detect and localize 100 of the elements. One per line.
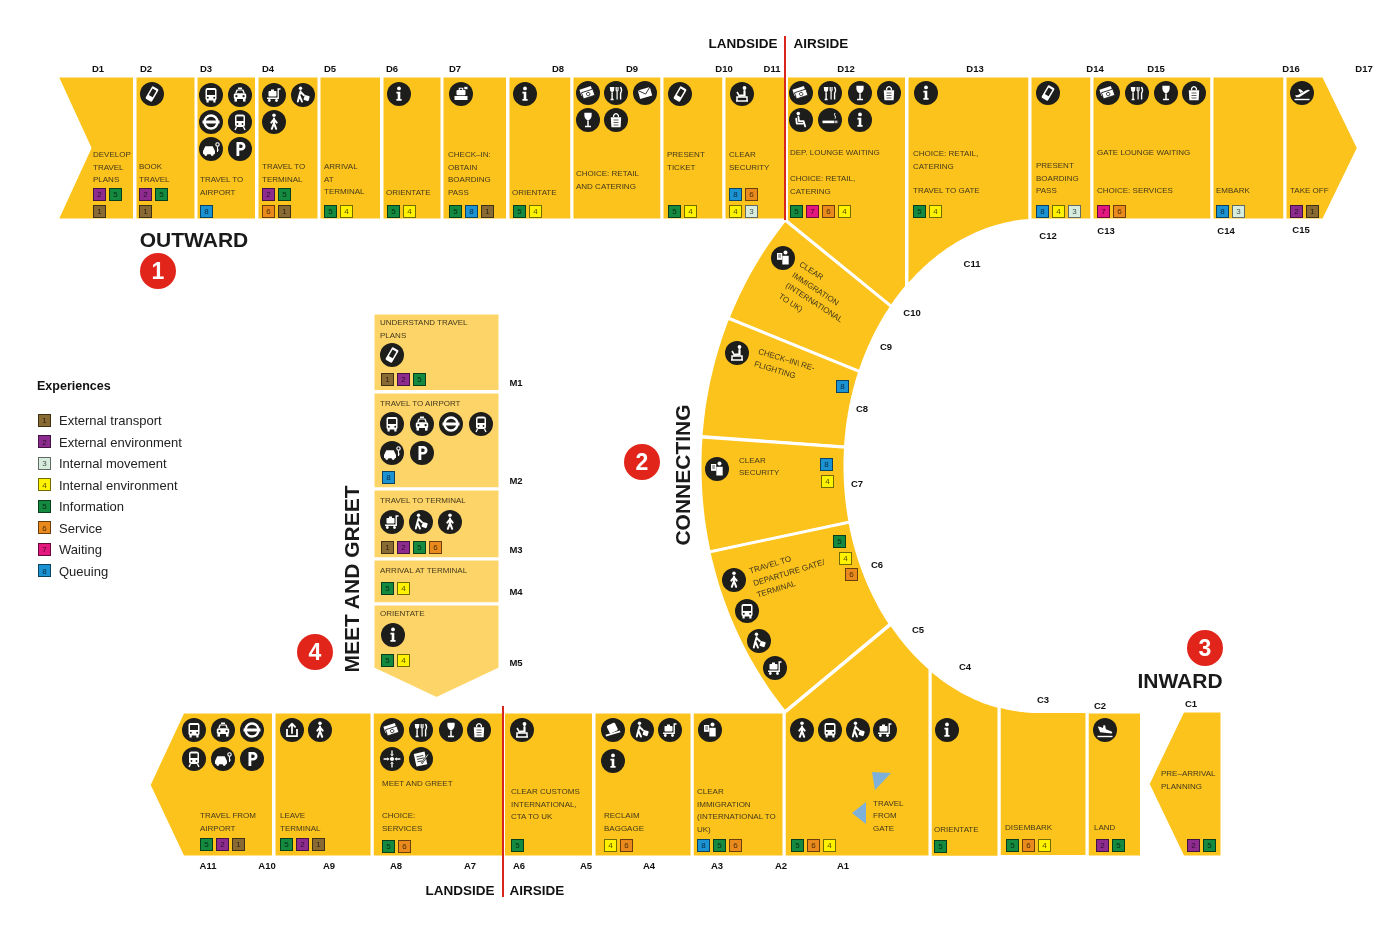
legend-label: Information: [59, 498, 125, 514]
stage-label: TRAVEL FROM GATE: [873, 798, 905, 835]
stage-code: C11: [963, 257, 981, 269]
experience-badge: 5: [382, 840, 395, 853]
experience-badge: 2: [93, 188, 106, 201]
stage-code: D7: [448, 62, 462, 74]
stage-code: D15: [1147, 62, 1165, 74]
stage-code: D4: [261, 62, 275, 74]
stage-label: EMBARK: [1216, 185, 1250, 197]
legend-title: Experiences: [37, 379, 111, 393]
journey-stage: [256, 76, 319, 220]
stage-label: DISEMBARK: [1005, 822, 1053, 834]
experience-badge: 6: [745, 188, 758, 201]
experience-badge: 8: [729, 188, 742, 201]
stage-code: M3: [509, 543, 523, 555]
experience-badge: 6: [398, 840, 411, 853]
stage-label: CHOICE: SERVICES: [382, 810, 424, 835]
journey-stage: [373, 313, 500, 392]
experience-badge: 3: [1232, 205, 1245, 218]
experience-badge: 3: [1068, 205, 1081, 218]
experience-badge: 1: [312, 838, 325, 851]
zone-label: AIRSIDE: [793, 35, 849, 51]
journey-stage: [507, 76, 572, 220]
swatch-number: 6: [42, 523, 47, 532]
stage-label: TRAVEL TO TERMINAL: [262, 161, 307, 186]
section-title: CONNECTING: [671, 404, 695, 546]
journey-stage: [1086, 712, 1141, 857]
experience-badge: 1: [139, 205, 152, 218]
legend-label: Service: [59, 520, 103, 535]
stage-code: M2: [509, 474, 523, 486]
stage-label: GATE LOUNGE WAITING: [1097, 147, 1191, 159]
experience-badge: 6: [429, 541, 442, 554]
experience-badge: 1: [93, 205, 106, 218]
experience-badge: 2: [296, 838, 309, 851]
experience-badge: 6: [620, 839, 633, 852]
stage-label: CLEAR CUSTOMS INTERNATIONAL, CTA TO UK: [511, 786, 581, 823]
stage-code: D1: [91, 62, 105, 74]
stage-code: A7: [463, 859, 477, 871]
swatch-number: 4: [42, 480, 47, 489]
stage-label: CLEAR SECURITY: [729, 149, 771, 174]
journey-stage: [1284, 76, 1358, 220]
stage-code: C9: [879, 340, 893, 352]
experience-badge: 5: [449, 205, 462, 218]
section-title: MEET AND GREET: [340, 485, 364, 673]
stage-label: LAND: [1094, 822, 1116, 834]
journey-stage: [998, 706, 1087, 857]
zone-label: AIRSIDE: [509, 882, 565, 898]
stage-label: TRAVEL TO TERMINAL: [380, 495, 466, 507]
stage-code: D13: [966, 62, 984, 74]
experience-badge: 4: [604, 839, 617, 852]
stage-code: A5: [579, 859, 593, 871]
stage-label: BOOK TRAVEL: [139, 161, 171, 186]
stage-code: C2: [1093, 699, 1107, 711]
journey-stage: [1211, 76, 1285, 220]
stage-code: D9: [625, 62, 639, 74]
stage-label: PRESENT BOARDING PASS: [1036, 160, 1080, 197]
journey-stage: [442, 76, 508, 220]
experience-badge: 1: [232, 838, 245, 851]
stage-code: A3: [710, 859, 724, 871]
legend-label: Queuing: [59, 563, 109, 578]
experience-badge: 5: [413, 373, 426, 386]
swatch-number: 5: [42, 501, 47, 511]
experience-badge: 4: [529, 205, 542, 218]
stage-code: C7: [850, 477, 864, 489]
stage-label: TRAVEL TO AIRPORT: [380, 398, 461, 410]
experience-badge: 5: [155, 188, 168, 201]
stage-code: M4: [509, 585, 523, 597]
stage-code: D12: [837, 62, 855, 74]
journey-stage: [503, 712, 594, 857]
experience-badge: 5: [280, 838, 293, 851]
stage-code: D10: [715, 62, 733, 74]
journey-stage: [1091, 76, 1212, 220]
experience-badge: 2: [1096, 839, 1109, 852]
journey-stage: [273, 712, 372, 857]
experience-badge: 5: [387, 205, 400, 218]
journey-stage: [373, 603, 500, 698]
journey-stage: [149, 712, 274, 857]
stage-label: TAKE OFF: [1290, 185, 1329, 197]
journey-stage: [373, 558, 500, 604]
experience-badge: 4: [403, 205, 416, 218]
experience-badge: 8: [697, 839, 710, 852]
zone-label: LANDSIDE: [708, 35, 778, 51]
journey-stage: [1148, 711, 1222, 857]
experience-badge: 4: [729, 205, 742, 218]
journey-stage: [381, 76, 442, 220]
experience-badge: 5: [913, 205, 926, 218]
stage-code: D5: [323, 62, 337, 74]
stage-label: ORIENTATE: [512, 187, 557, 199]
stage-label: UNDERSTAND TRAVEL PLANS: [380, 317, 469, 342]
swatch-number: 8: [42, 566, 47, 575]
experience-badge: 8: [382, 471, 395, 484]
stage-label: CHECK–IN: OBTAIN BOARDING PASS: [448, 149, 492, 199]
stage-code: A2: [774, 859, 788, 871]
stage-code: M1: [509, 376, 523, 388]
stage-code: C14: [1217, 224, 1235, 236]
experience-badge: 4: [684, 205, 697, 218]
experience-badge: 2: [1187, 839, 1200, 852]
stage-code: C13: [1097, 224, 1115, 236]
experience-badge: 2: [139, 188, 152, 201]
experience-badge: 4: [340, 205, 353, 218]
